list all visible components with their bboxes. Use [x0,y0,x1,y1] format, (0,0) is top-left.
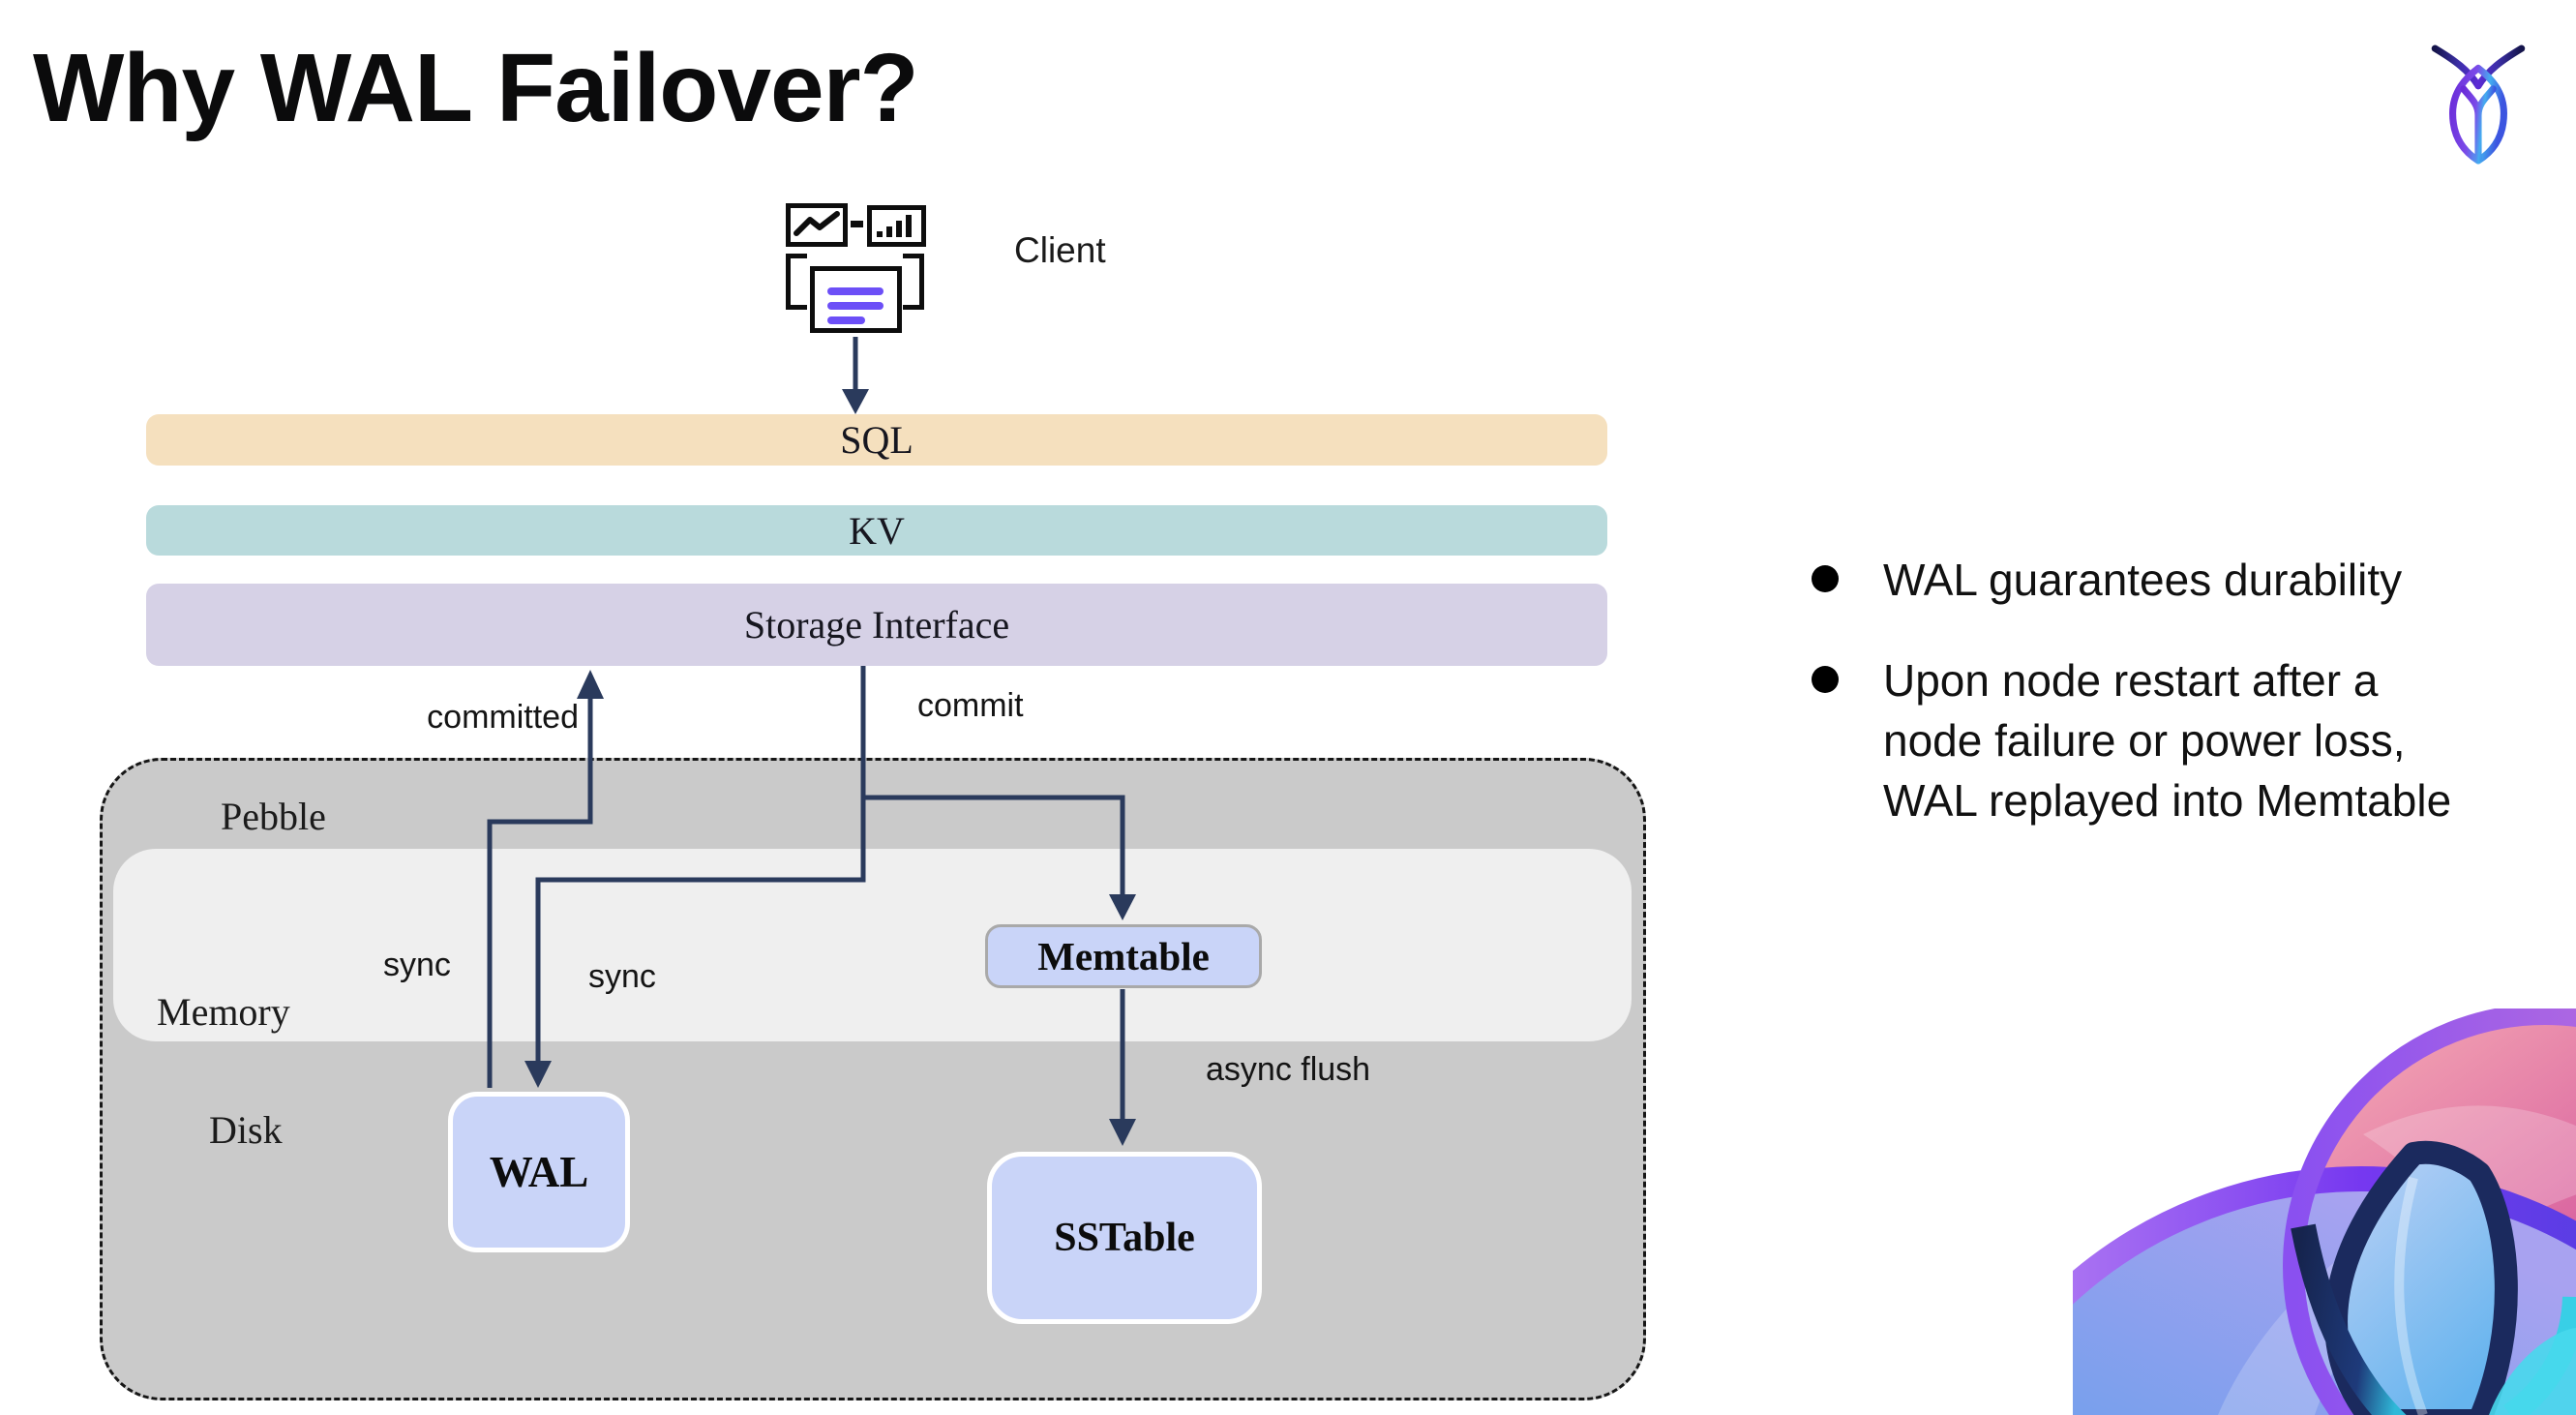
page-title: Why WAL Failover? [33,34,919,142]
bracket-right-icon [903,254,924,310]
bullet-item: Upon node restart after a node failure o… [1786,650,2576,830]
memtable-node: Memtable [985,924,1262,988]
storage-interface-layer-bar: Storage Interface [146,584,1607,666]
client-label: Client [1014,230,1106,270]
bracket-left-icon [786,254,807,310]
sync-left-edge-label: sync [383,947,451,983]
sql-layer-label: SQL [840,418,914,462]
cockroachdb-brand-art [2073,1009,2576,1415]
client-document-icon [810,266,902,333]
committed-edge-label: committed [427,699,579,736]
sync-right-edge-label: sync [588,958,656,995]
wal-node: WAL [448,1092,630,1252]
kv-layer-label: KV [849,508,905,553]
commit-edge-label: commit [917,687,1024,724]
disk-zone-label: Disk [209,1108,283,1152]
sql-layer-bar: SQL [146,414,1607,466]
arrowhead-down-sql [842,389,869,414]
storage-interface-label: Storage Interface [743,603,1010,647]
sstable-label: SSTable [1054,1216,1195,1260]
cockroachdb-logo-icon [2429,43,2528,165]
memtable-label: Memtable [1037,934,1210,978]
kv-layer-bar: KV [146,505,1607,556]
icon-dash [851,221,863,227]
memory-band [113,849,1632,1041]
bullet-item: WAL guarantees durability [1786,550,2576,610]
wal-label: WAL [489,1148,589,1196]
line-chart-icon [786,203,848,247]
pebble-label: Pebble [221,795,326,838]
async-flush-edge-label: async flush [1206,1051,1371,1088]
sstable-node: SSTable [987,1152,1262,1324]
memory-zone-label: Memory [157,990,290,1034]
arrowhead-up-committed [577,670,604,699]
bar-chart-icon [867,205,926,247]
